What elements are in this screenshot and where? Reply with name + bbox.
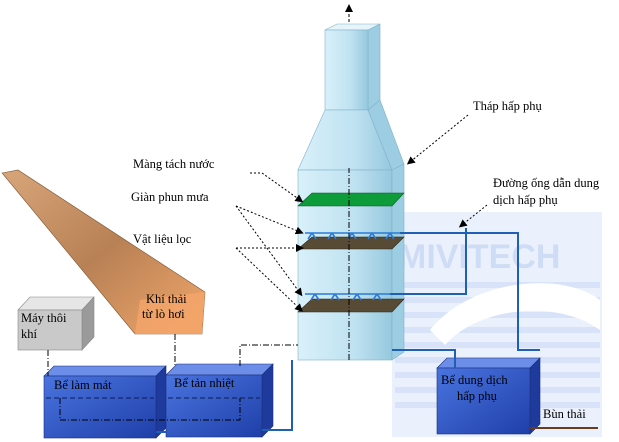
callout-leaders <box>235 114 488 312</box>
solution-pipes <box>156 228 540 433</box>
pipe-label-line2: dịch hấp phụ <box>493 193 558 207</box>
filter-label: Vật liệu lọc <box>133 232 192 246</box>
solution-tank: Bể dung dịch hấp phụ <box>436 357 541 435</box>
sprayer-label: Giàn phun mưa <box>131 190 209 204</box>
watermark-text: MIVITECH <box>398 238 560 276</box>
watermark-logo: MIVITECH <box>392 212 602 437</box>
sprinkler-upper <box>305 232 400 240</box>
exhaust-duct: Khí thải từ lò hơi <box>1 169 206 335</box>
adsorption-tower <box>297 4 405 361</box>
exhaust-label-line2: từ lò hơi <box>142 307 185 321</box>
blower-box: Máy thôi khí <box>17 296 95 351</box>
cooling-tank-label: Bể làm mát <box>54 378 112 392</box>
exhaust-label-line1: Khí thải <box>146 292 187 306</box>
filter-layer-upper <box>297 236 405 250</box>
filter-layer-lower <box>297 298 405 313</box>
separator-membrane <box>297 192 405 207</box>
sprinkler-lower <box>305 293 390 301</box>
heat-tank-label: Bể tản nhiệt <box>174 376 235 390</box>
heat-tank: Bể tản nhiệt <box>165 363 274 438</box>
blower-label-line2: khí <box>21 327 38 341</box>
cooling-tank: Bể làm mát <box>43 365 167 439</box>
blower-label-line1: Máy thôi <box>21 311 67 325</box>
tower-label: Tháp hấp phụ <box>473 99 542 113</box>
solution-tank-label-line1: Bể dung dịch <box>441 373 508 387</box>
process-lines <box>47 334 298 421</box>
solution-tank-label-line2: hấp phụ <box>457 389 498 403</box>
separator-label: Màng tách nước <box>133 157 215 171</box>
pipe-label-line1: Đường ống dẫn dung <box>493 176 600 190</box>
sludge-outlet: Bùn thải <box>530 407 598 429</box>
sludge-label: Bùn thải <box>543 407 586 421</box>
watermark-swoosh <box>430 283 600 345</box>
